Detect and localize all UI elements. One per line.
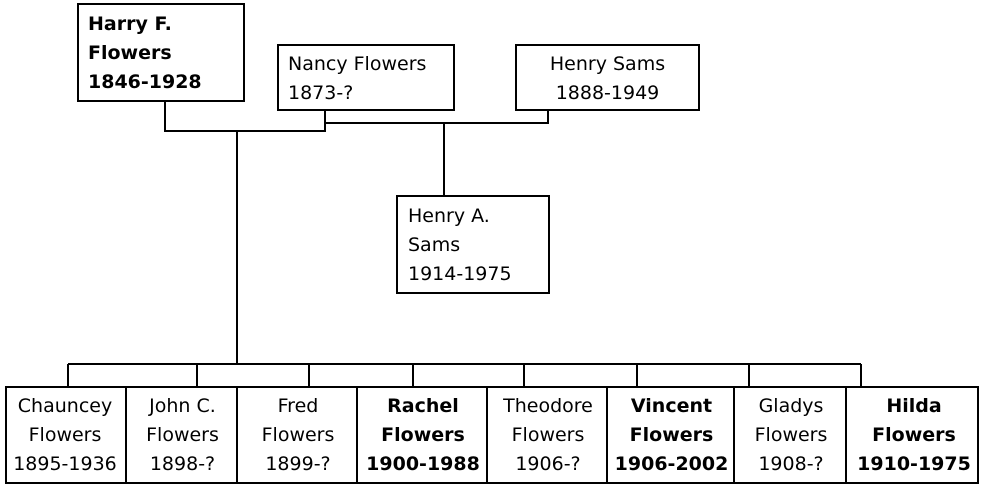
child-first-name: Vincent [630,395,713,417]
person-box-henry-a-sams: Henry A. Sams 1914-1975 [396,195,550,294]
person-name: Henry Sams [549,53,666,75]
person-years: 1914-1975 [408,263,512,285]
child-years: 1898-? [149,453,216,475]
child-last-name: Flowers [28,424,102,446]
child-years: 1906-2002 [614,453,729,475]
child-box-johnc: John C. Flowers 1898-? [125,386,236,484]
child-years: 1908-? [758,453,824,475]
child-years: 1895-1936 [13,453,117,475]
child-first-name: Chauncey [17,395,113,417]
person-box-henry-sams: Henry Sams 1888-1949 [515,44,700,111]
child-years: 1906-? [515,453,581,475]
child-last-name: Flowers [511,424,585,446]
person-name: Nancy Flowers [288,53,427,75]
person-last-name: Flowers [88,42,172,64]
person-box-harry-flowers: Harry F. Flowers 1846-1928 [77,3,245,102]
child-last-name: Flowers [146,424,219,446]
child-first-name: Theodore [503,395,593,417]
children-row [5,386,979,484]
child-years: 1900-1988 [366,453,480,475]
person-years: 1873-? [288,82,354,104]
child-last-name: Flowers [381,424,465,446]
child-first-name: Hilda [886,395,942,417]
person-first-name: Henry A. [408,205,490,227]
child-last-name: Flowers [872,424,956,446]
child-first-name: Fred [277,395,319,417]
person-box-nancy-flowers: Nancy Flowers 1873-? [277,44,455,111]
child-years: 1910-1975 [857,453,971,475]
child-first-name: Gladys [758,395,824,417]
nancy-henry-marriage-line [324,110,549,124]
child-last-name: Flowers [629,424,714,446]
child-first-name: John C. [149,395,216,417]
person-years: 1888-1949 [555,82,660,104]
child-years: 1899-? [265,453,331,475]
person-years: 1846-1928 [88,71,202,93]
child-first-name: Rachel [387,395,459,417]
child-last-name: Flowers [261,424,335,446]
person-last-name: Sams [408,234,461,256]
child-last-name: Flowers [754,424,828,446]
person-first-name: Harry F. [88,13,172,35]
